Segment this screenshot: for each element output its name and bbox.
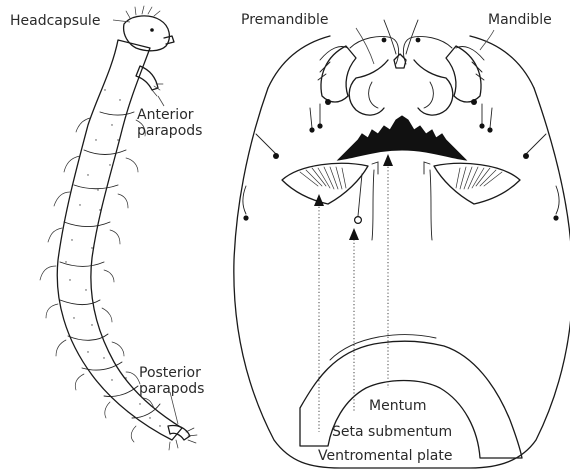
seta-submentum-label: Seta submentum [332,424,452,440]
mandible-label: Mandible [488,12,552,28]
posterior-parapods [168,425,197,450]
headcapsule-label: Headcapsule [10,13,100,29]
ventromental-plate-label: Ventromental plate [318,448,452,464]
pointer-lines [314,154,393,432]
mentum-plate [338,116,466,160]
anterior-parapods-label-line1: Anterior [137,107,194,123]
anterior-parapods-leader [158,96,164,106]
capsule-shoulder-right [470,36,534,88]
premandibles [349,20,453,115]
anterior-parapods-label-line2: parapods [137,123,202,139]
larva-headcapsule [124,6,174,51]
posterior-parapods-label-line1: Posterior [139,365,201,381]
seta-submentum-base [355,217,362,224]
mentum-label: Mentum [369,398,427,414]
posterior-parapods-label-line2: parapods [139,381,204,397]
premandible-label: Premandible [241,12,329,28]
premandible-leader [356,28,374,64]
